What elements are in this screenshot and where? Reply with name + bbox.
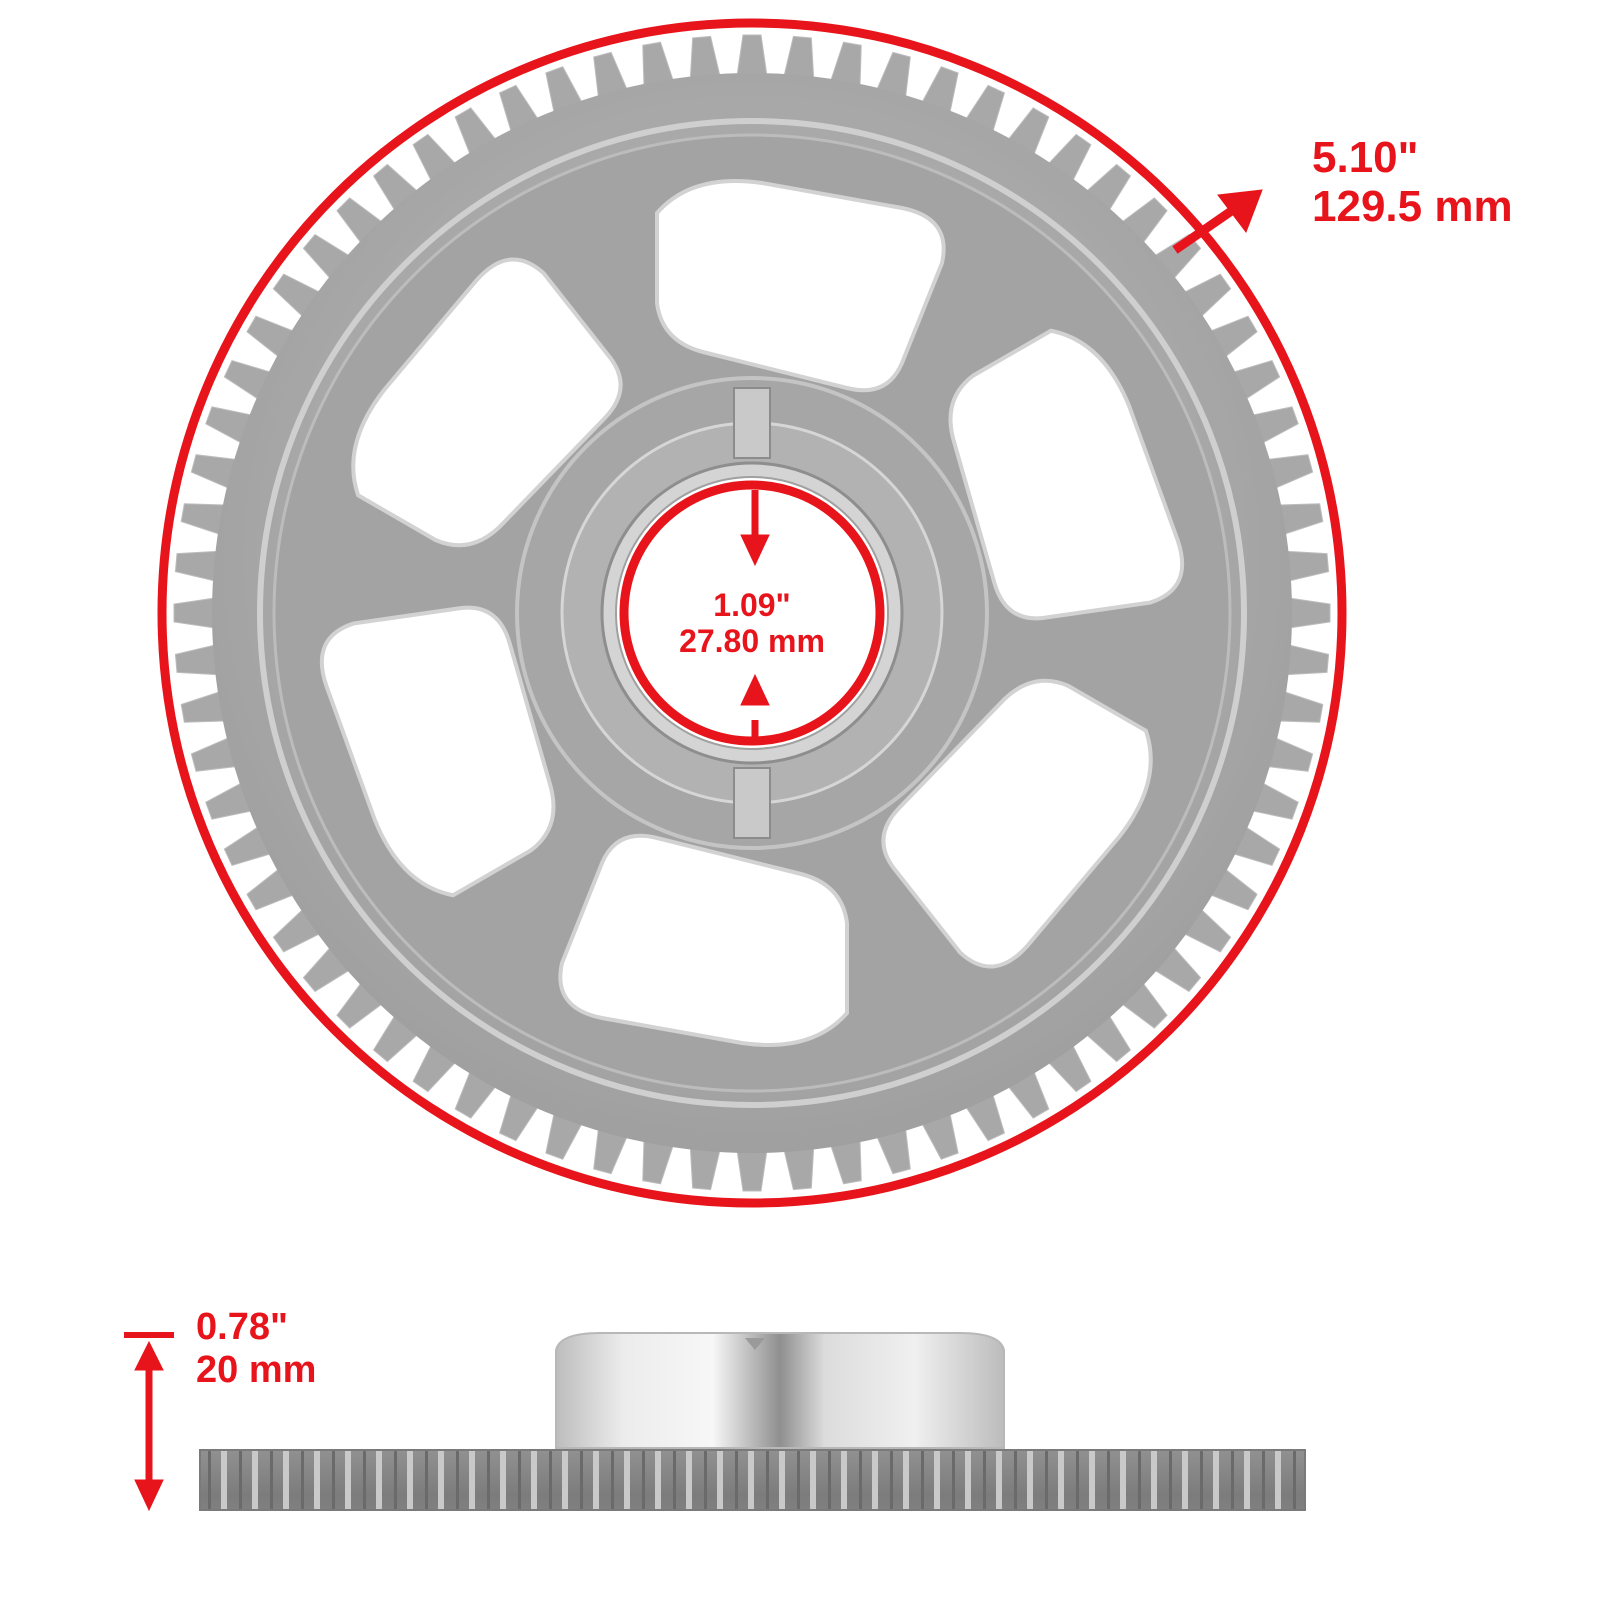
rim-edge [257,118,1247,1108]
outer-diameter-mm: 129.5 mm [1312,182,1513,232]
gear-teeth [173,34,1331,1192]
height-label: 0.78" 20 mm [196,1306,316,1391]
key-slot-bottom [733,767,771,839]
gear-front-view [173,34,1331,1192]
inner-diameter-label: 1.09" 27.80 mm [622,587,882,660]
gear-side-view [199,1332,1306,1511]
outer-diameter-circle [157,18,1347,1208]
key-slot-top [733,387,771,459]
double-arrow-inward-icon [740,490,770,745]
key-notch [745,1338,765,1350]
hub-boss [555,1332,1005,1449]
inner-diameter-inches: 1.09" [713,587,791,623]
height-mm: 20 mm [196,1348,317,1391]
vertical-double-arrow-icon [124,1332,174,1512]
spoke-windows [319,179,1185,1047]
outer-diameter-inches: 5.10" [1312,133,1419,182]
diagonal-arrow-icon [1172,189,1263,254]
toothed-rim [199,1449,1306,1511]
height-inches: 0.78" [196,1306,288,1348]
outer-diameter-label: 5.10" 129.5 mm [1312,133,1513,232]
inner-diameter-mm: 27.80 mm [679,622,825,659]
bore [615,476,889,750]
